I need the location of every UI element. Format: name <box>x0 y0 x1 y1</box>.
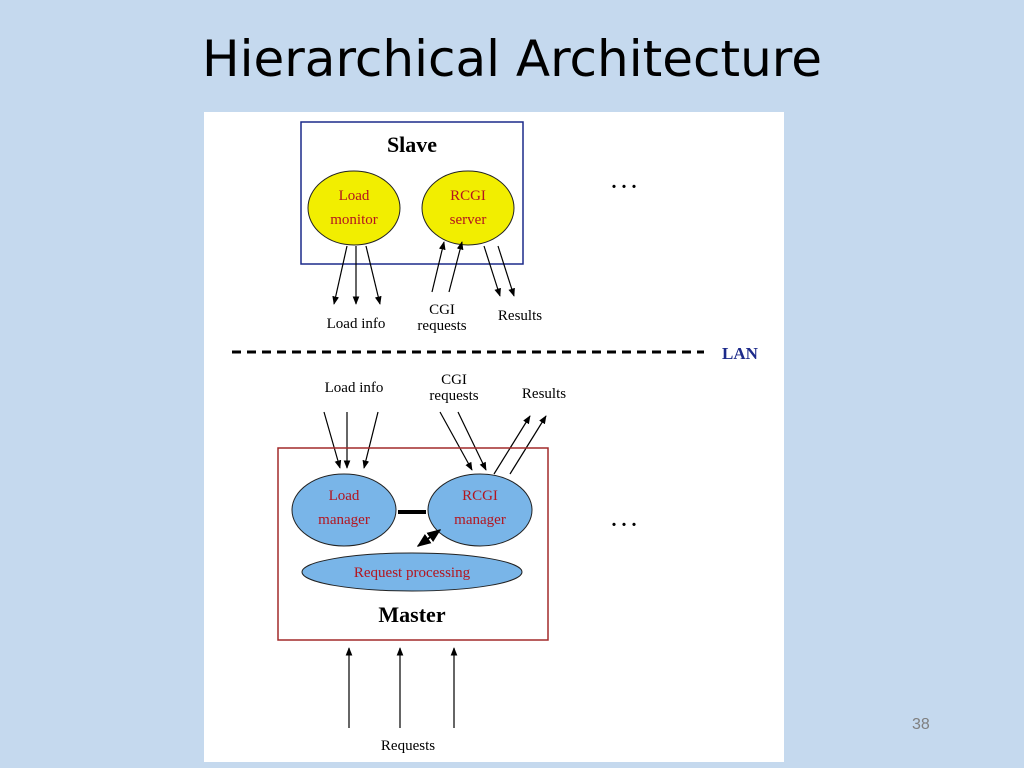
load-manager-label-1: Load <box>329 488 360 504</box>
load-info-arrows-down <box>323 411 379 469</box>
requests-label: Requests <box>381 738 435 754</box>
lower-cgi-label-2: requests <box>429 388 478 404</box>
master-ellipsis: . . . <box>612 509 637 531</box>
lower-load-info-label: Load info <box>325 380 384 396</box>
results-arrows-down <box>493 415 547 475</box>
rcgi-manager-node: RCGI manager <box>427 473 533 547</box>
lower-cgi-label-1: CGI <box>441 372 467 388</box>
load-manager-label-2: manager <box>318 512 370 528</box>
slave-box <box>300 121 524 265</box>
lan-label: LAN <box>722 344 759 363</box>
architecture-diagram: Slave Load monitor RCGI server . . . Loa… <box>204 112 784 762</box>
cgi-request-arrows-up <box>431 241 464 293</box>
load-monitor-label-1: Load <box>339 188 370 204</box>
load-manager-node: Load manager <box>291 473 397 547</box>
requests-arrows <box>345 647 458 728</box>
load-monitor-node: Load monitor <box>307 170 401 246</box>
upper-results-label: Results <box>498 308 542 324</box>
load-monitor-label-2: monitor <box>330 212 378 228</box>
request-processing-label: Request processing <box>354 565 471 581</box>
master-title: Master <box>378 602 445 627</box>
results-arrows-up <box>483 245 515 297</box>
rcgi-server-label-1: RCGI <box>450 188 486 204</box>
slide-title: Hierarchical Architecture <box>202 30 822 88</box>
slave-title: Slave <box>387 132 437 157</box>
upper-load-info-label: Load info <box>327 316 386 332</box>
load-info-arrows-up <box>332 245 382 305</box>
slide-number: 38 <box>912 716 930 733</box>
diagram-canvas: Slave Load monitor RCGI server . . . Loa… <box>232 121 759 754</box>
master-box <box>277 447 549 641</box>
rcgi-server-label-2: server <box>450 212 487 228</box>
rcgi-manager-label-2: manager <box>454 512 506 528</box>
request-processing-node: Request processing <box>301 552 523 592</box>
lower-results-label: Results <box>522 386 566 402</box>
upper-cgi-label-2: requests <box>417 318 466 334</box>
rcgi-server-node: RCGI server <box>421 170 515 246</box>
upper-cgi-label-1: CGI <box>429 302 455 318</box>
rcgi-manager-label-1: RCGI <box>462 488 498 504</box>
cgi-request-arrows-down <box>439 411 487 471</box>
processing-link <box>416 529 442 547</box>
slave-ellipsis: . . . <box>612 171 637 193</box>
